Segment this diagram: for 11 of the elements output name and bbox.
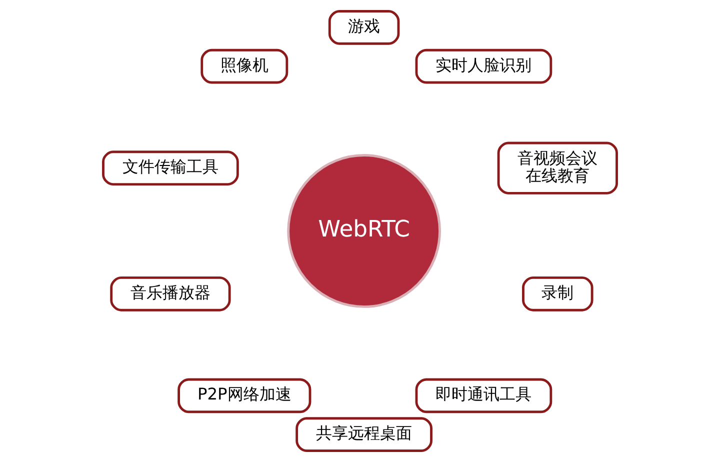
node-circle: WebRTC <box>287 154 441 308</box>
node-box: 录制 <box>522 276 594 312</box>
node-box: 实时人脸识别 <box>415 48 552 84</box>
node-box: 共享远程桌面 <box>296 417 432 452</box>
node-box: 即时通讯工具 <box>415 378 552 414</box>
node-box: 文件传输工具 <box>102 150 239 186</box>
node-box: 照像机 <box>200 48 288 84</box>
node-box: 游戏 <box>328 10 400 45</box>
node-box: 音乐播放器 <box>110 276 231 312</box>
node-box: 音视频会议 在线教育 <box>497 142 618 194</box>
node-box: P2P网络加速 <box>178 378 312 414</box>
